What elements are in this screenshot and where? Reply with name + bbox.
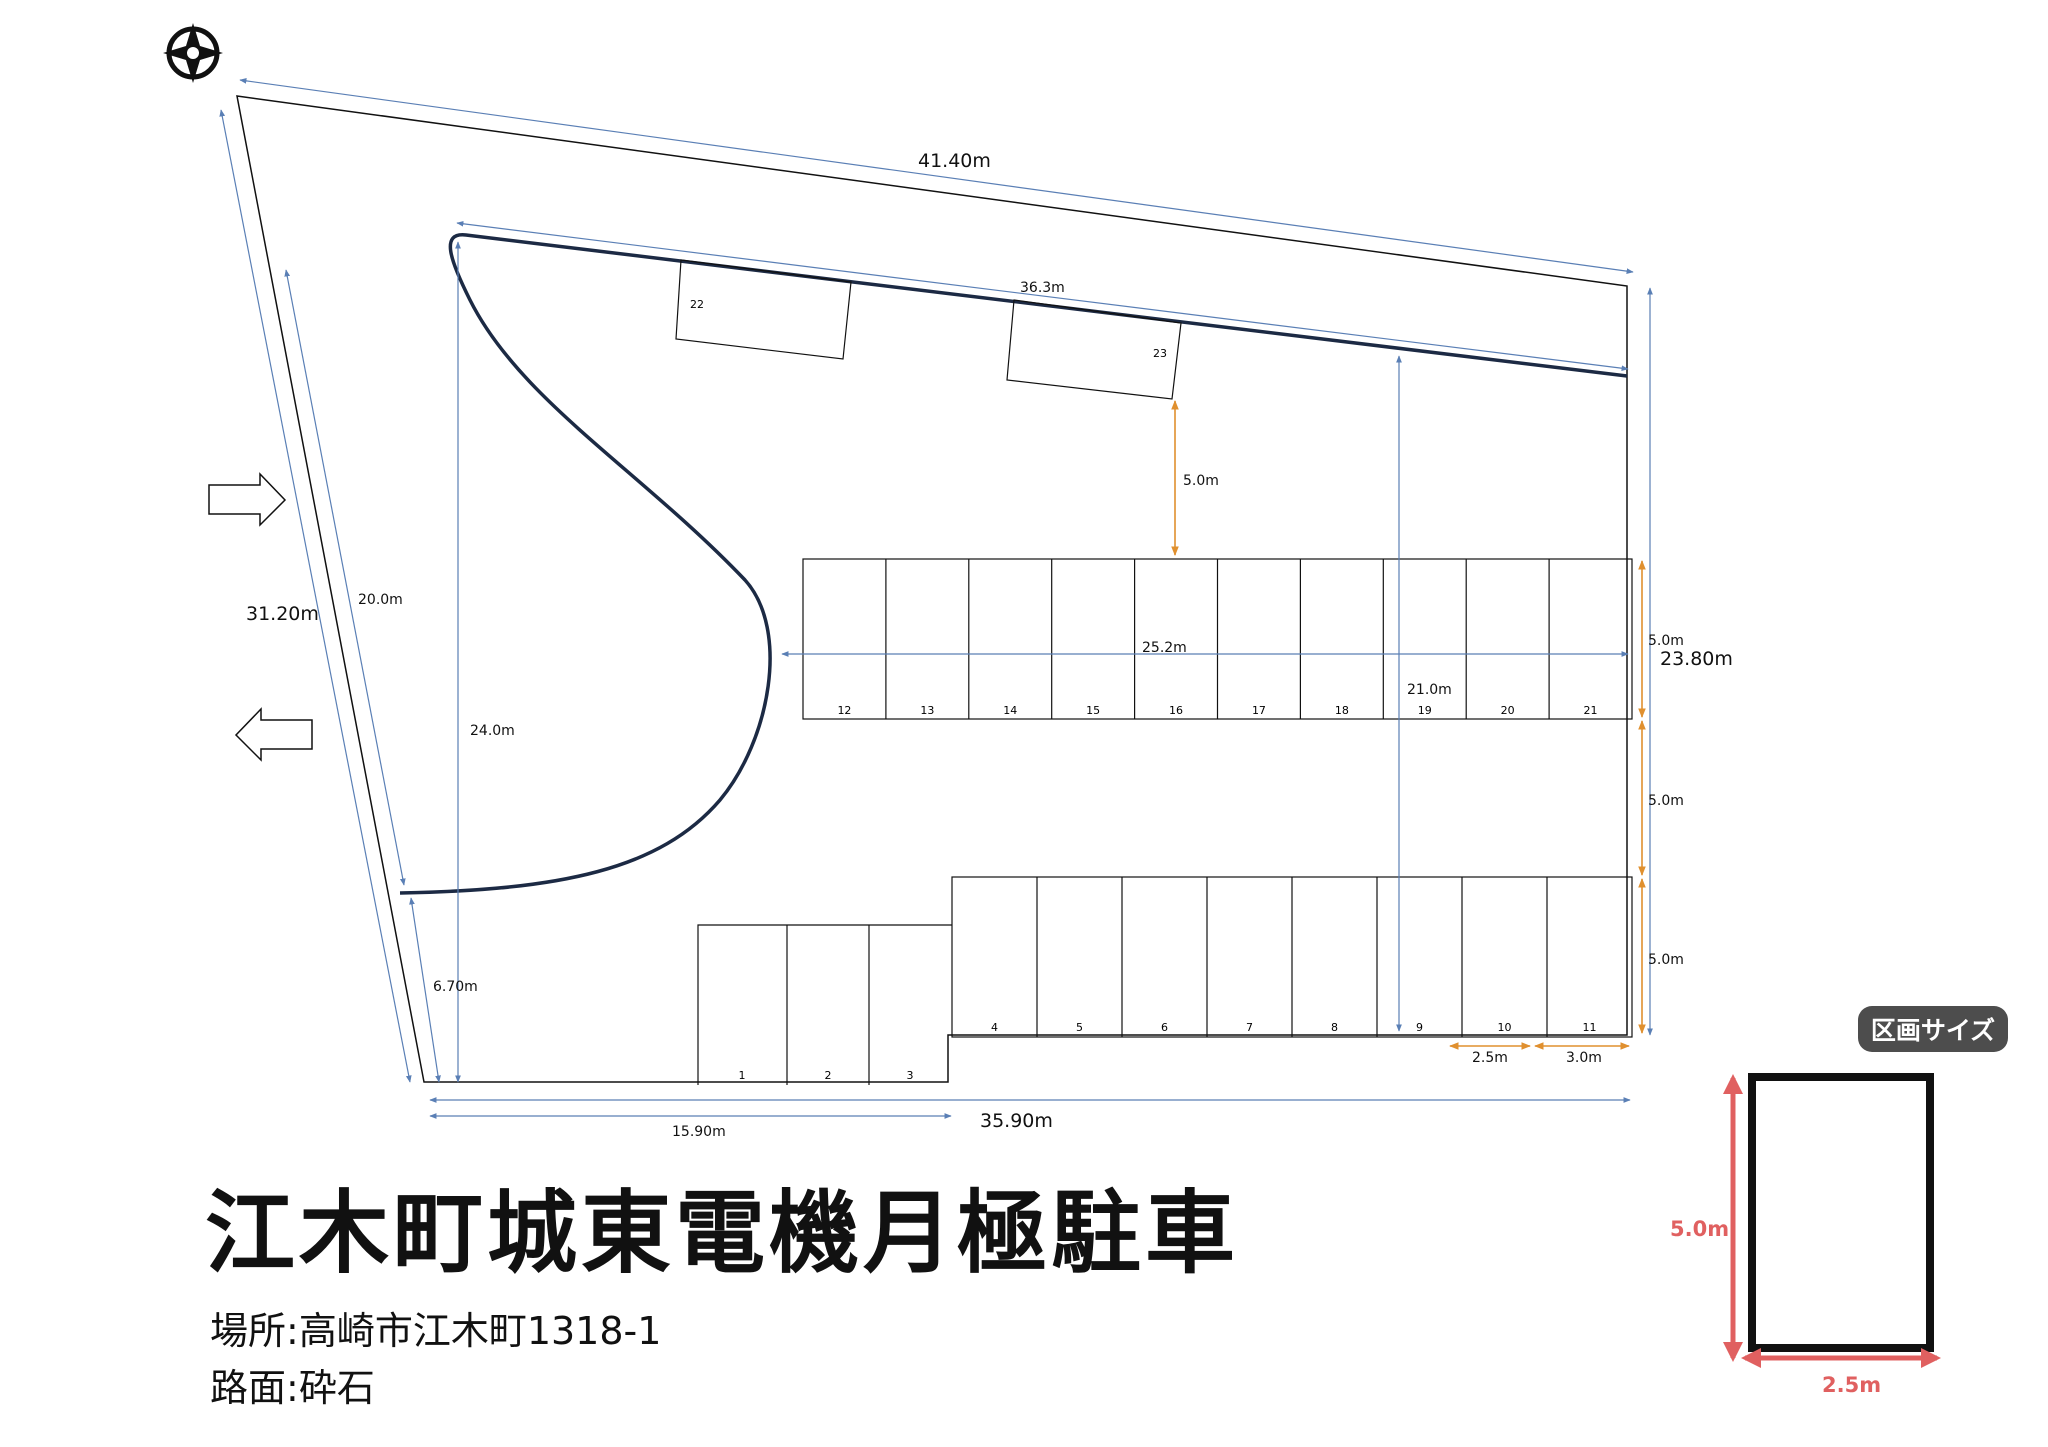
- dim-center-height-label: 21.0m: [1407, 682, 1452, 698]
- site-boundary: [236, 95, 1628, 1083]
- stall-label: 16: [1169, 704, 1183, 717]
- compass-icon: [163, 23, 223, 83]
- stall-label: 17: [1252, 704, 1266, 717]
- dim-inner-top-label: 36.3m: [1020, 280, 1065, 296]
- stall-label: 21: [1584, 704, 1598, 717]
- stall-label: 7: [1246, 1021, 1253, 1034]
- stall-label: 5: [1076, 1021, 1083, 1034]
- location-line: 場所:高崎市江木町1318-1: [210, 1309, 662, 1353]
- stall-label: 22: [690, 298, 704, 311]
- stall-label: 23: [1153, 347, 1167, 360]
- legend-height-label: 5.0m: [1670, 1217, 1729, 1241]
- dim-row2-depth-label: 5.0m: [1648, 952, 1684, 968]
- stall-label: 4: [991, 1021, 998, 1034]
- stall-label: 11: [1583, 1021, 1597, 1034]
- location-label: 場所: [210, 1309, 287, 1353]
- dim-right-label: 23.80m: [1660, 648, 1733, 670]
- page-title: 江木町城東電機月極駐車: [205, 1181, 1239, 1286]
- stall-label: 9: [1416, 1021, 1423, 1034]
- arrow-left-icon: [234, 707, 313, 762]
- surface-label: 路面: [210, 1366, 287, 1410]
- surface-line: 路面:砕石: [210, 1366, 375, 1410]
- dim-bottom-label: 35.90m: [980, 1110, 1053, 1132]
- dim-row1-depth-label: 5.0m: [1648, 633, 1684, 649]
- stall-label: 19: [1418, 704, 1432, 717]
- dim-stall-width-label: 2.5m: [1472, 1050, 1508, 1066]
- stall-label: 15: [1086, 704, 1100, 717]
- surface-value: 砕石: [298, 1366, 375, 1410]
- location-value: 高崎市江木町1318-1: [298, 1309, 662, 1353]
- stall-label: 12: [837, 704, 851, 717]
- stall-label: 20: [1501, 704, 1515, 717]
- driveway-edge: [399, 233, 1628, 895]
- dim-aisle-top-label: 5.0m: [1183, 473, 1219, 489]
- stall-label: 2: [825, 1069, 832, 1082]
- stall-label: 1: [739, 1069, 746, 1082]
- stall-size-badge: 区画サイズ: [1858, 1006, 2008, 1052]
- dim-inner-height-label: 24.0m: [470, 723, 515, 739]
- dim-left-inner-label: 20.0m: [358, 592, 403, 608]
- dim-aisle-mid-label: 5.0m: [1648, 793, 1684, 809]
- dim-bottom-left-label: 15.90m: [672, 1124, 726, 1140]
- stall-size-legend: 5.0m 2.5m: [1670, 1073, 1941, 1397]
- legend-width-label: 2.5m: [1822, 1373, 1881, 1397]
- dim-entry-gap-label: 6.70m: [433, 979, 478, 995]
- stall-row-bottom-left: [697, 924, 952, 1085]
- dim-top-label: 41.40m: [918, 150, 991, 172]
- stall-label: 8: [1331, 1021, 1338, 1034]
- stall-label: 3: [907, 1069, 914, 1082]
- stall-label: 6: [1161, 1021, 1168, 1034]
- dim-left-label: 31.20m: [246, 603, 319, 625]
- dim-stall-width-wide-label: 3.0m: [1566, 1050, 1602, 1066]
- arrow-right-icon: [208, 472, 287, 527]
- stall-label: 18: [1335, 704, 1349, 717]
- stall-label: 14: [1003, 704, 1017, 717]
- dim-row-width-label: 25.2m: [1142, 640, 1187, 656]
- stall-label: 10: [1498, 1021, 1512, 1034]
- stall-label: 13: [920, 704, 934, 717]
